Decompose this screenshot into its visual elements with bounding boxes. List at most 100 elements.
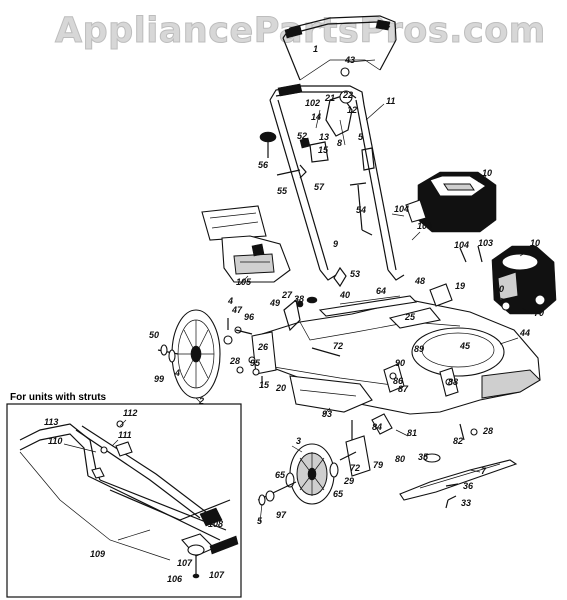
label-65-bottom: 65 — [333, 489, 344, 499]
engine-top — [391, 171, 497, 241]
label-26: 26 — [257, 342, 269, 352]
label-56: 56 — [258, 160, 269, 170]
label-3: 3 — [296, 436, 301, 446]
label-93: 93 — [322, 409, 332, 419]
label-7: 7 — [481, 466, 487, 476]
label-104-top: 104 — [394, 204, 409, 214]
label-47: 47 — [231, 305, 243, 315]
front-wheel — [257, 413, 393, 506]
label-112: 112 — [123, 408, 137, 418]
label-28-left: 28 — [229, 356, 240, 366]
label-38: 38 — [294, 294, 304, 304]
label-19: 19 — [455, 281, 465, 291]
label-111: 111 — [118, 430, 132, 440]
label-11: 11 — [386, 96, 395, 106]
mower-deck — [251, 283, 541, 415]
label-40: 40 — [339, 290, 350, 300]
label-20: 20 — [275, 383, 286, 393]
label-87: 87 — [398, 384, 409, 394]
label-48: 48 — [414, 276, 425, 286]
label-89: 89 — [414, 344, 424, 354]
control-bail-assembly — [299, 90, 375, 171]
label-4b: 4 — [174, 368, 180, 378]
blade — [399, 423, 518, 509]
label-80: 80 — [395, 454, 405, 464]
label-65-top: 65 — [275, 470, 286, 480]
label-27: 27 — [281, 290, 293, 300]
label-96: 96 — [244, 312, 255, 322]
label-103-side: 103 — [478, 238, 493, 248]
label-108: 108 — [208, 519, 223, 529]
label-110: 110 — [48, 436, 62, 446]
label-55: 55 — [277, 186, 288, 196]
label-79: 79 — [373, 460, 383, 470]
label-28-right: 28 — [482, 426, 493, 436]
label-21: 21 — [324, 93, 335, 103]
control-cable — [349, 182, 373, 236]
label-15: 15 — [318, 145, 329, 155]
label-82: 82 — [453, 436, 463, 446]
label-9: 9 — [333, 239, 338, 249]
label-8: 8 — [337, 138, 342, 148]
label-64: 64 — [376, 286, 386, 296]
label-107-left: 107 — [177, 558, 193, 568]
label-1: 1 — [313, 44, 318, 54]
label-4: 4 — [227, 296, 233, 306]
label-52: 52 — [297, 131, 307, 141]
label-84: 84 — [372, 422, 382, 432]
label-15b: 15 — [259, 380, 270, 390]
label-13: 13 — [319, 132, 329, 142]
label-72-upper: 72 — [333, 341, 343, 351]
label-35: 35 — [418, 452, 429, 462]
label-105: 105 — [236, 277, 252, 287]
label-29: 29 — [343, 476, 354, 486]
label-10-engine: 10 — [482, 168, 492, 178]
label-2: 2 — [198, 396, 204, 406]
label-25: 25 — [404, 312, 416, 322]
label-109: 109 — [90, 549, 105, 559]
label-95: 95 — [250, 358, 261, 368]
engine-side — [459, 245, 557, 315]
label-10-side: 10 — [530, 238, 540, 248]
label-106: 106 — [167, 574, 183, 584]
label-86: 86 — [393, 376, 404, 386]
label-107-right: 107 — [209, 570, 225, 580]
label-44: 44 — [519, 328, 530, 338]
grass-bag — [201, 205, 291, 283]
label-53: 53 — [350, 269, 360, 279]
label-102: 102 — [305, 98, 320, 108]
label-43: 43 — [344, 55, 355, 65]
label-36: 36 — [463, 481, 474, 491]
label-12: 12 — [347, 105, 357, 115]
label-22: 22 — [342, 90, 353, 100]
label-81: 81 — [407, 428, 417, 438]
label-54: 54 — [356, 205, 366, 215]
wheel-hardware-left — [236, 356, 263, 388]
label-14: 14 — [311, 112, 321, 122]
label-70-bottom: 70 — [534, 308, 544, 318]
label-57: 57 — [314, 182, 325, 192]
label-45: 45 — [459, 341, 471, 351]
lower-handle — [269, 83, 405, 281]
label-104-side: 104 — [454, 240, 469, 250]
label-5b: 5 — [257, 516, 263, 526]
label-103-top: 103 — [417, 221, 432, 231]
label-5: 5 — [358, 132, 364, 142]
label-33: 33 — [461, 498, 471, 508]
label-90: 90 — [395, 358, 405, 368]
label-88: 88 — [448, 377, 458, 387]
label-70-top: 70 — [494, 284, 504, 294]
label-97: 97 — [276, 510, 287, 520]
label-99: 99 — [154, 374, 164, 384]
leader-lines — [195, 175, 533, 523]
strut-inset: For units with struts — [6, 392, 242, 598]
bracket-53 — [333, 266, 347, 288]
inset-title: For units with struts — [10, 392, 107, 403]
label-49: 49 — [269, 298, 280, 308]
rear-wheel-left — [157, 309, 253, 399]
handle-knob — [259, 131, 307, 179]
label-50: 50 — [149, 330, 159, 340]
label-72-lower: 72 — [350, 463, 360, 473]
